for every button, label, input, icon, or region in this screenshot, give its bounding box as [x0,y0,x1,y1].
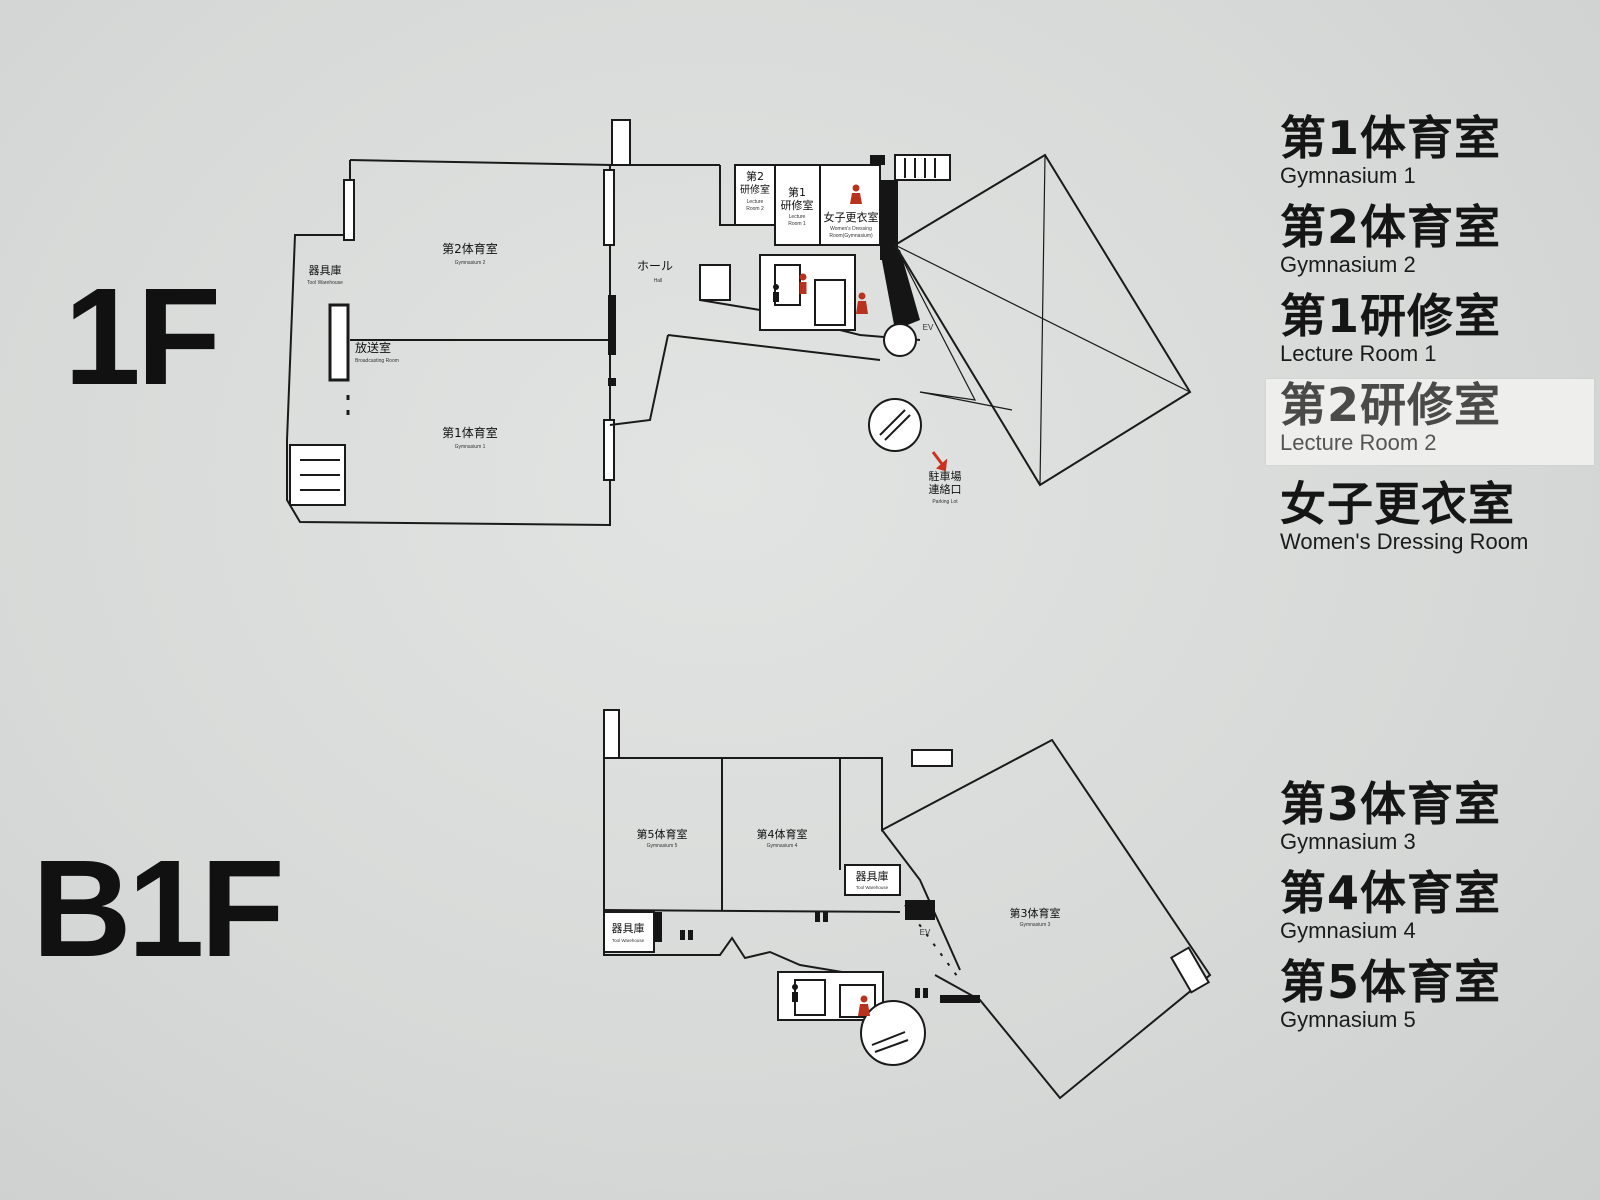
spiral-stair-1f [868,398,922,452]
label-gym1-en: Gymnasium 1 [455,444,486,450]
label-gym2: 第2体育室 [442,241,498,256]
legend-item: 第1研修室 Lecture Room 1 [1280,290,1600,366]
legend-en: Lecture Room 2 [1280,430,1437,455]
legend-item: 第1体育室 Gymnasium 1 [1280,112,1600,188]
wall-corridor-b1f [881,829,961,971]
legend-jp: 第1体育室 [1280,111,1502,165]
label-storage-b1f-a-en: Tool Warehouse [612,938,645,943]
label-hall: ホール [637,259,673,273]
legend-1f: 第1体育室 Gymnasium 1 第2体育室 Gymnasium 2 第1研修… [1266,112,1600,567]
label-storage-b1f-a: 器具庫 [612,921,645,935]
label-lecture2-b: 研修室 [740,183,770,196]
floor-label-1f: 1F [64,260,221,414]
label-ev-b1f: EV [920,928,931,937]
wall-corridor-s [609,334,669,426]
label-gym3: 第3体育室 [1010,906,1061,920]
label-lecture2-en-b: Room 2 [746,206,764,212]
wall-mass-2 [880,250,920,330]
label-lecture1-en-b: Room 1 [788,221,806,227]
wall-mass-1 [880,180,898,260]
legend-jp: 第2体育室 [1280,200,1502,254]
legend-en: Gymnasium 1 [1280,163,1416,188]
legend-jp: 第5体育室 [1280,955,1502,1009]
window-band-nw [343,179,355,241]
legend-item: 第3体育室 Gymnasium 3 [1280,778,1600,854]
legend-b1f: 第3体育室 Gymnasium 3 第4体育室 Gymnasium 4 第5体育… [1280,778,1600,1045]
room-womens [819,164,881,246]
legend-en: Women's Dressing Room [1280,529,1529,554]
room-storage-b1f-b [844,864,901,896]
legend-jp: 第4体育室 [1280,866,1502,920]
room-lecture1 [774,164,821,246]
label-parking-en: Parking Lot [932,499,958,505]
label-broadcast-en: Broadcasting Room [355,358,399,364]
stair-entrance [699,264,731,301]
wall-1f-west [286,160,611,527]
legend-en: Gymnasium 4 [1280,918,1416,943]
label-storage: 器具庫 [309,263,342,277]
label-womens-en-a: Women's Dressing [830,226,872,232]
label-storage-b1f-b-en: Tool Warehouse [856,885,889,890]
wall-b1f-outline [604,738,1212,1100]
label-lecture1-a: 第1 [788,185,806,199]
stair-b1f-n [603,709,620,759]
legend-en: Gymnasium 3 [1280,829,1416,854]
label-lecture1-en-a: Lecture [789,214,806,220]
window-band-ne [603,169,615,246]
legend-jp: 第1研修室 [1280,289,1502,343]
label-gym5: 第5体育室 [637,827,688,841]
label-gym4: 第4体育室 [757,827,808,841]
label-storage-b1f-b: 器具庫 [856,869,889,883]
label-womens-en-b: Room(Gymnasium) [829,233,873,239]
legend-item: 第4体育室 Gymnasium 4 [1280,867,1600,943]
window-band-e [603,419,615,481]
spiral-stair-b1f [860,1000,926,1066]
label-gym4-en: Gymnasium 4 [767,843,798,849]
label-storage-en: Tool Warehouse [307,280,343,286]
legend-item: 女子更衣室 Women's Dressing Room [1280,478,1600,554]
restroom-icon [799,184,868,314]
legend-jp: 女子更衣室 [1280,477,1515,531]
label-parking-a: 駐車場 [929,469,962,483]
restroom-icon-b1f [792,984,870,1016]
label-gym5-en: Gymnasium 5 [647,843,678,849]
legend-en: Lecture Room 1 [1280,341,1437,366]
broadcast-booth [328,303,350,382]
legend-jp: 第3体育室 [1280,777,1502,831]
label-broadcast: 放送室 [355,340,391,355]
legend-item-highlighted: 第2研修室 Lecture Room 2 [1266,379,1594,465]
legend-en: Gymnasium 5 [1280,1007,1416,1032]
room-lecture2 [734,164,776,226]
legend-item: 第2体育室 Gymnasium 2 [1280,201,1600,277]
stair-b1f-e [1169,946,1211,994]
label-lecture2-en-a: Lecture [747,199,764,205]
wall-b1f-west [603,758,871,1001]
label-womens: 女子更衣室 [824,210,879,224]
stair-n [611,119,631,166]
label-gym2-en: Gymnasium 2 [455,260,486,266]
room-storage-b1f-a [603,911,655,953]
label-lecture2-a: 第2 [746,169,764,183]
label-lecture1-b: 研修室 [781,198,814,212]
label-hall-en: Hall [654,278,663,284]
label-gym1: 第1体育室 [442,425,498,440]
label-gym3-en: Gymnasium 3 [1020,922,1051,928]
label-ev-1f: EV [923,323,934,332]
legend-item: 第5体育室 Gymnasium 5 [1280,956,1600,1032]
floor-label-b1f: B1F [32,832,285,986]
legend-en: Gymnasium 2 [1280,252,1416,277]
legend-jp: 第2研修室 [1280,378,1502,432]
label-parking-b: 連絡口 [929,482,962,496]
